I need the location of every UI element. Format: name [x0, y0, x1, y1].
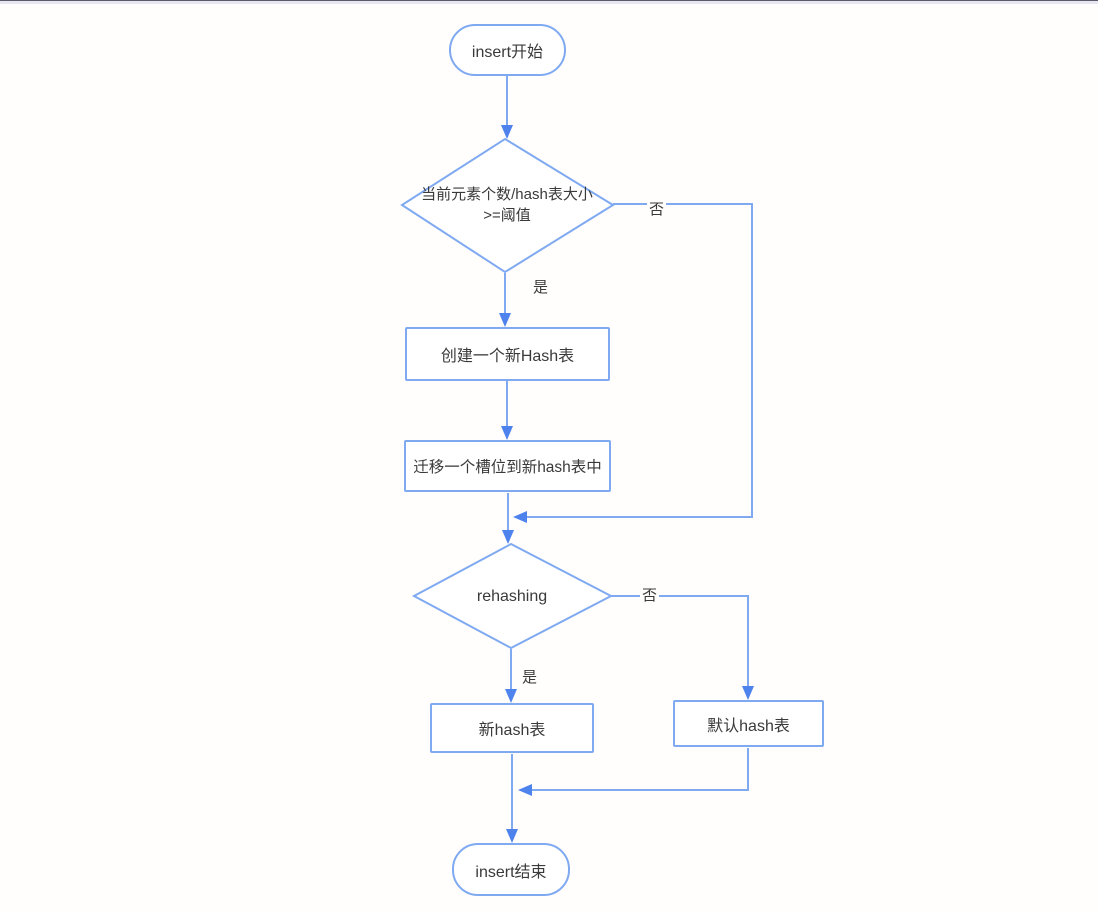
edge-default-to-join [518, 748, 749, 796]
decision-ratio-label: 当前元素个数/hash表大小 >=阈值 [397, 183, 617, 227]
edge-label-rehash-yes: 是 [520, 666, 540, 687]
create-hash-node: 创建一个新Hash表 [405, 327, 610, 381]
edge-ratio-no-loop [513, 203, 753, 523]
new-hash-node: 新hash表 [430, 703, 594, 753]
default-hash-node: 默认hash表 [673, 700, 824, 747]
decision-ratio-shape [400, 137, 615, 274]
edge-label-rehash-no: 否 [640, 584, 660, 605]
edge-label-ratio-yes: 是 [531, 276, 551, 297]
top-window-strip [0, 0, 1098, 4]
decision-rehashing-shape [411, 542, 614, 650]
decision-ratio-label-line2: >=阈值 [483, 207, 531, 224]
decision-rehashing-label: rehashing [476, 587, 548, 605]
edge-label-ratio-no: 否 [647, 198, 667, 219]
end-node: insert结束 [452, 843, 570, 896]
edge-rehash-no [611, 595, 754, 700]
start-node: insert开始 [449, 24, 566, 76]
decision-ratio-label-line1: 当前元素个数/hash表大小 [421, 186, 593, 203]
migrate-slot-node: 迁移一个槽位到新hash表中 [404, 440, 611, 492]
